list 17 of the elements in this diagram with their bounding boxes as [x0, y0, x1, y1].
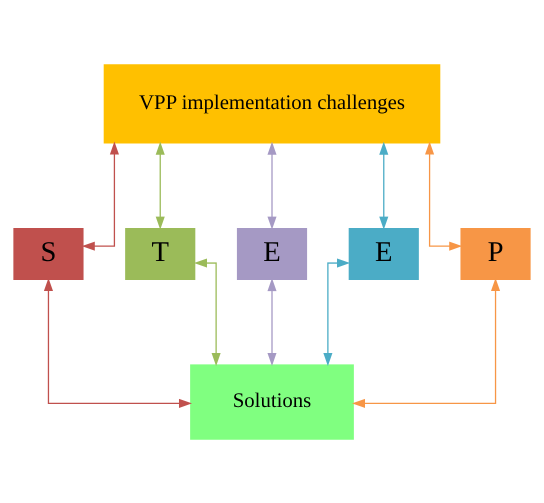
- arrow: [44, 278, 192, 408]
- node-box: Solutions: [190, 364, 354, 440]
- node-box: T: [125, 227, 196, 280]
- arrow: [156, 141, 165, 230]
- arrow: [82, 141, 119, 250]
- arrow: [267, 141, 277, 230]
- node-box: VPP implementation challenges: [104, 64, 440, 143]
- arrow: [267, 278, 277, 366]
- node-box: S: [13, 227, 84, 280]
- arrow: [425, 141, 462, 250]
- arrow: [352, 278, 500, 408]
- arrow: [379, 141, 388, 230]
- node-box: P: [460, 227, 531, 280]
- node-box: E: [348, 227, 419, 280]
- arrow: [194, 258, 221, 366]
- arrow: [323, 258, 350, 366]
- node-box: E: [236, 227, 308, 280]
